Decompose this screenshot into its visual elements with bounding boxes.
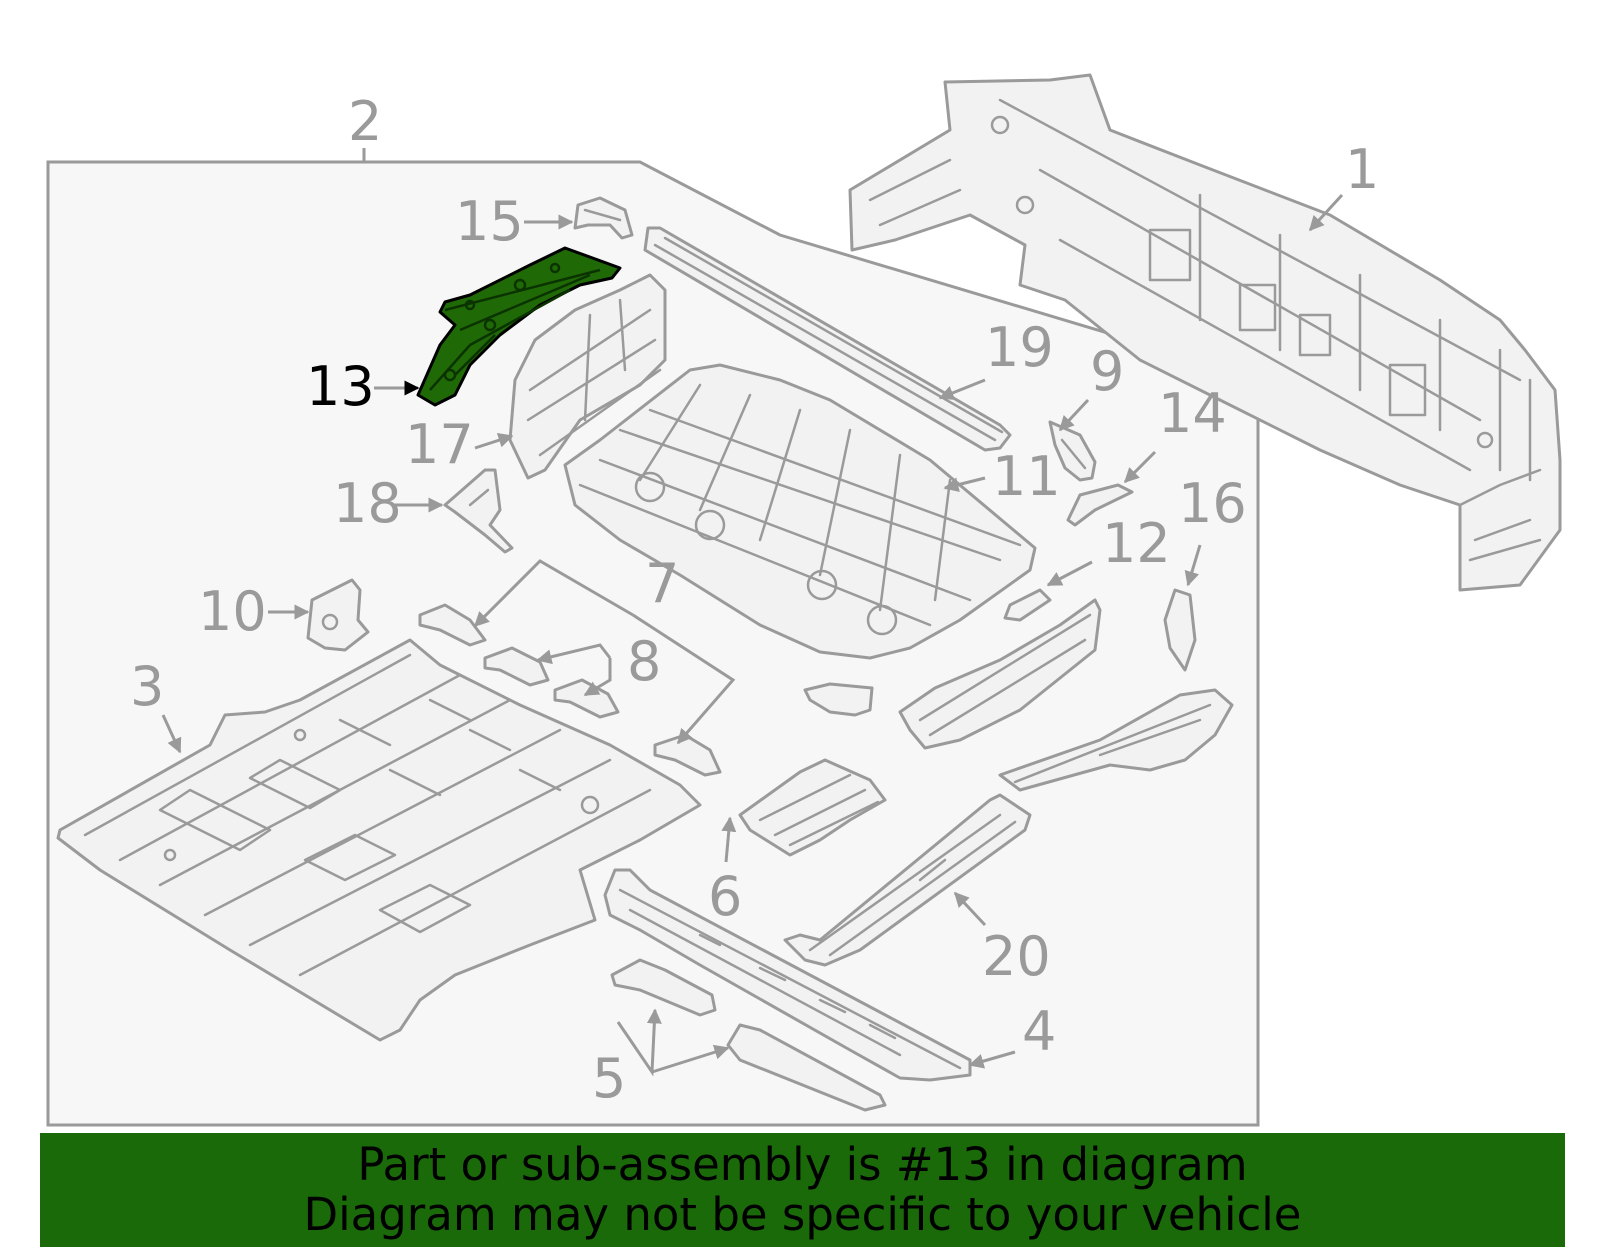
part-1-rear-panel[interactable] <box>848 73 1562 592</box>
banner-line-1: Part or sub-assembly is #13 in diagram <box>357 1138 1248 1191</box>
callout-6: 6 <box>708 865 742 928</box>
part-6-panel[interactable] <box>738 758 887 857</box>
part-rail-end[interactable] <box>803 682 874 717</box>
callout-13: 13 <box>306 355 375 418</box>
callout-12: 12 <box>1102 512 1171 575</box>
part-18-bracket[interactable] <box>443 468 514 554</box>
callout-2: 2 <box>348 90 382 153</box>
part-3-front-floor[interactable] <box>56 638 702 1042</box>
callout-14: 14 <box>1158 382 1227 445</box>
callout-3: 3 <box>130 655 164 718</box>
part-9-bracket[interactable] <box>1048 420 1097 482</box>
part-5-brackets[interactable] <box>610 958 887 1112</box>
callout-1: 1 <box>1345 138 1379 201</box>
callout-4: 4 <box>1022 1000 1056 1063</box>
part-20-rail[interactable] <box>783 793 1032 967</box>
callout-8: 8 <box>627 630 661 693</box>
part-13-highlighted[interactable] <box>416 246 622 407</box>
part-long-crossmember[interactable] <box>998 688 1234 792</box>
part-11-floor-tub[interactable] <box>563 363 1037 660</box>
info-banner: Part or sub-assembly is #13 in diagram D… <box>40 1133 1565 1247</box>
callout-18: 18 <box>333 472 402 535</box>
part-15-bracket[interactable] <box>573 196 634 240</box>
callout-17: 17 <box>405 413 474 476</box>
callout-10: 10 <box>198 580 267 643</box>
part-16-bracket[interactable] <box>1163 588 1197 672</box>
callout-11: 11 <box>992 445 1061 508</box>
part-17-wheelhouse[interactable] <box>508 273 667 480</box>
part-4-crossmember[interactable] <box>603 868 972 1082</box>
callout-7: 7 <box>645 552 679 615</box>
callout-5: 5 <box>592 1047 626 1110</box>
part-rear-side-rail[interactable] <box>898 598 1102 750</box>
callout-9: 9 <box>1090 340 1124 403</box>
part-10-bracket[interactable] <box>306 578 370 652</box>
callout-15: 15 <box>455 190 524 253</box>
callout-16: 16 <box>1178 472 1247 535</box>
part-14-bracket[interactable] <box>1066 483 1134 527</box>
banner-line-2: Diagram may not be specific to your vehi… <box>303 1188 1302 1241</box>
callout-19: 19 <box>985 316 1054 379</box>
callout-20: 20 <box>982 925 1051 988</box>
part-12-bracket[interactable] <box>1003 588 1052 622</box>
